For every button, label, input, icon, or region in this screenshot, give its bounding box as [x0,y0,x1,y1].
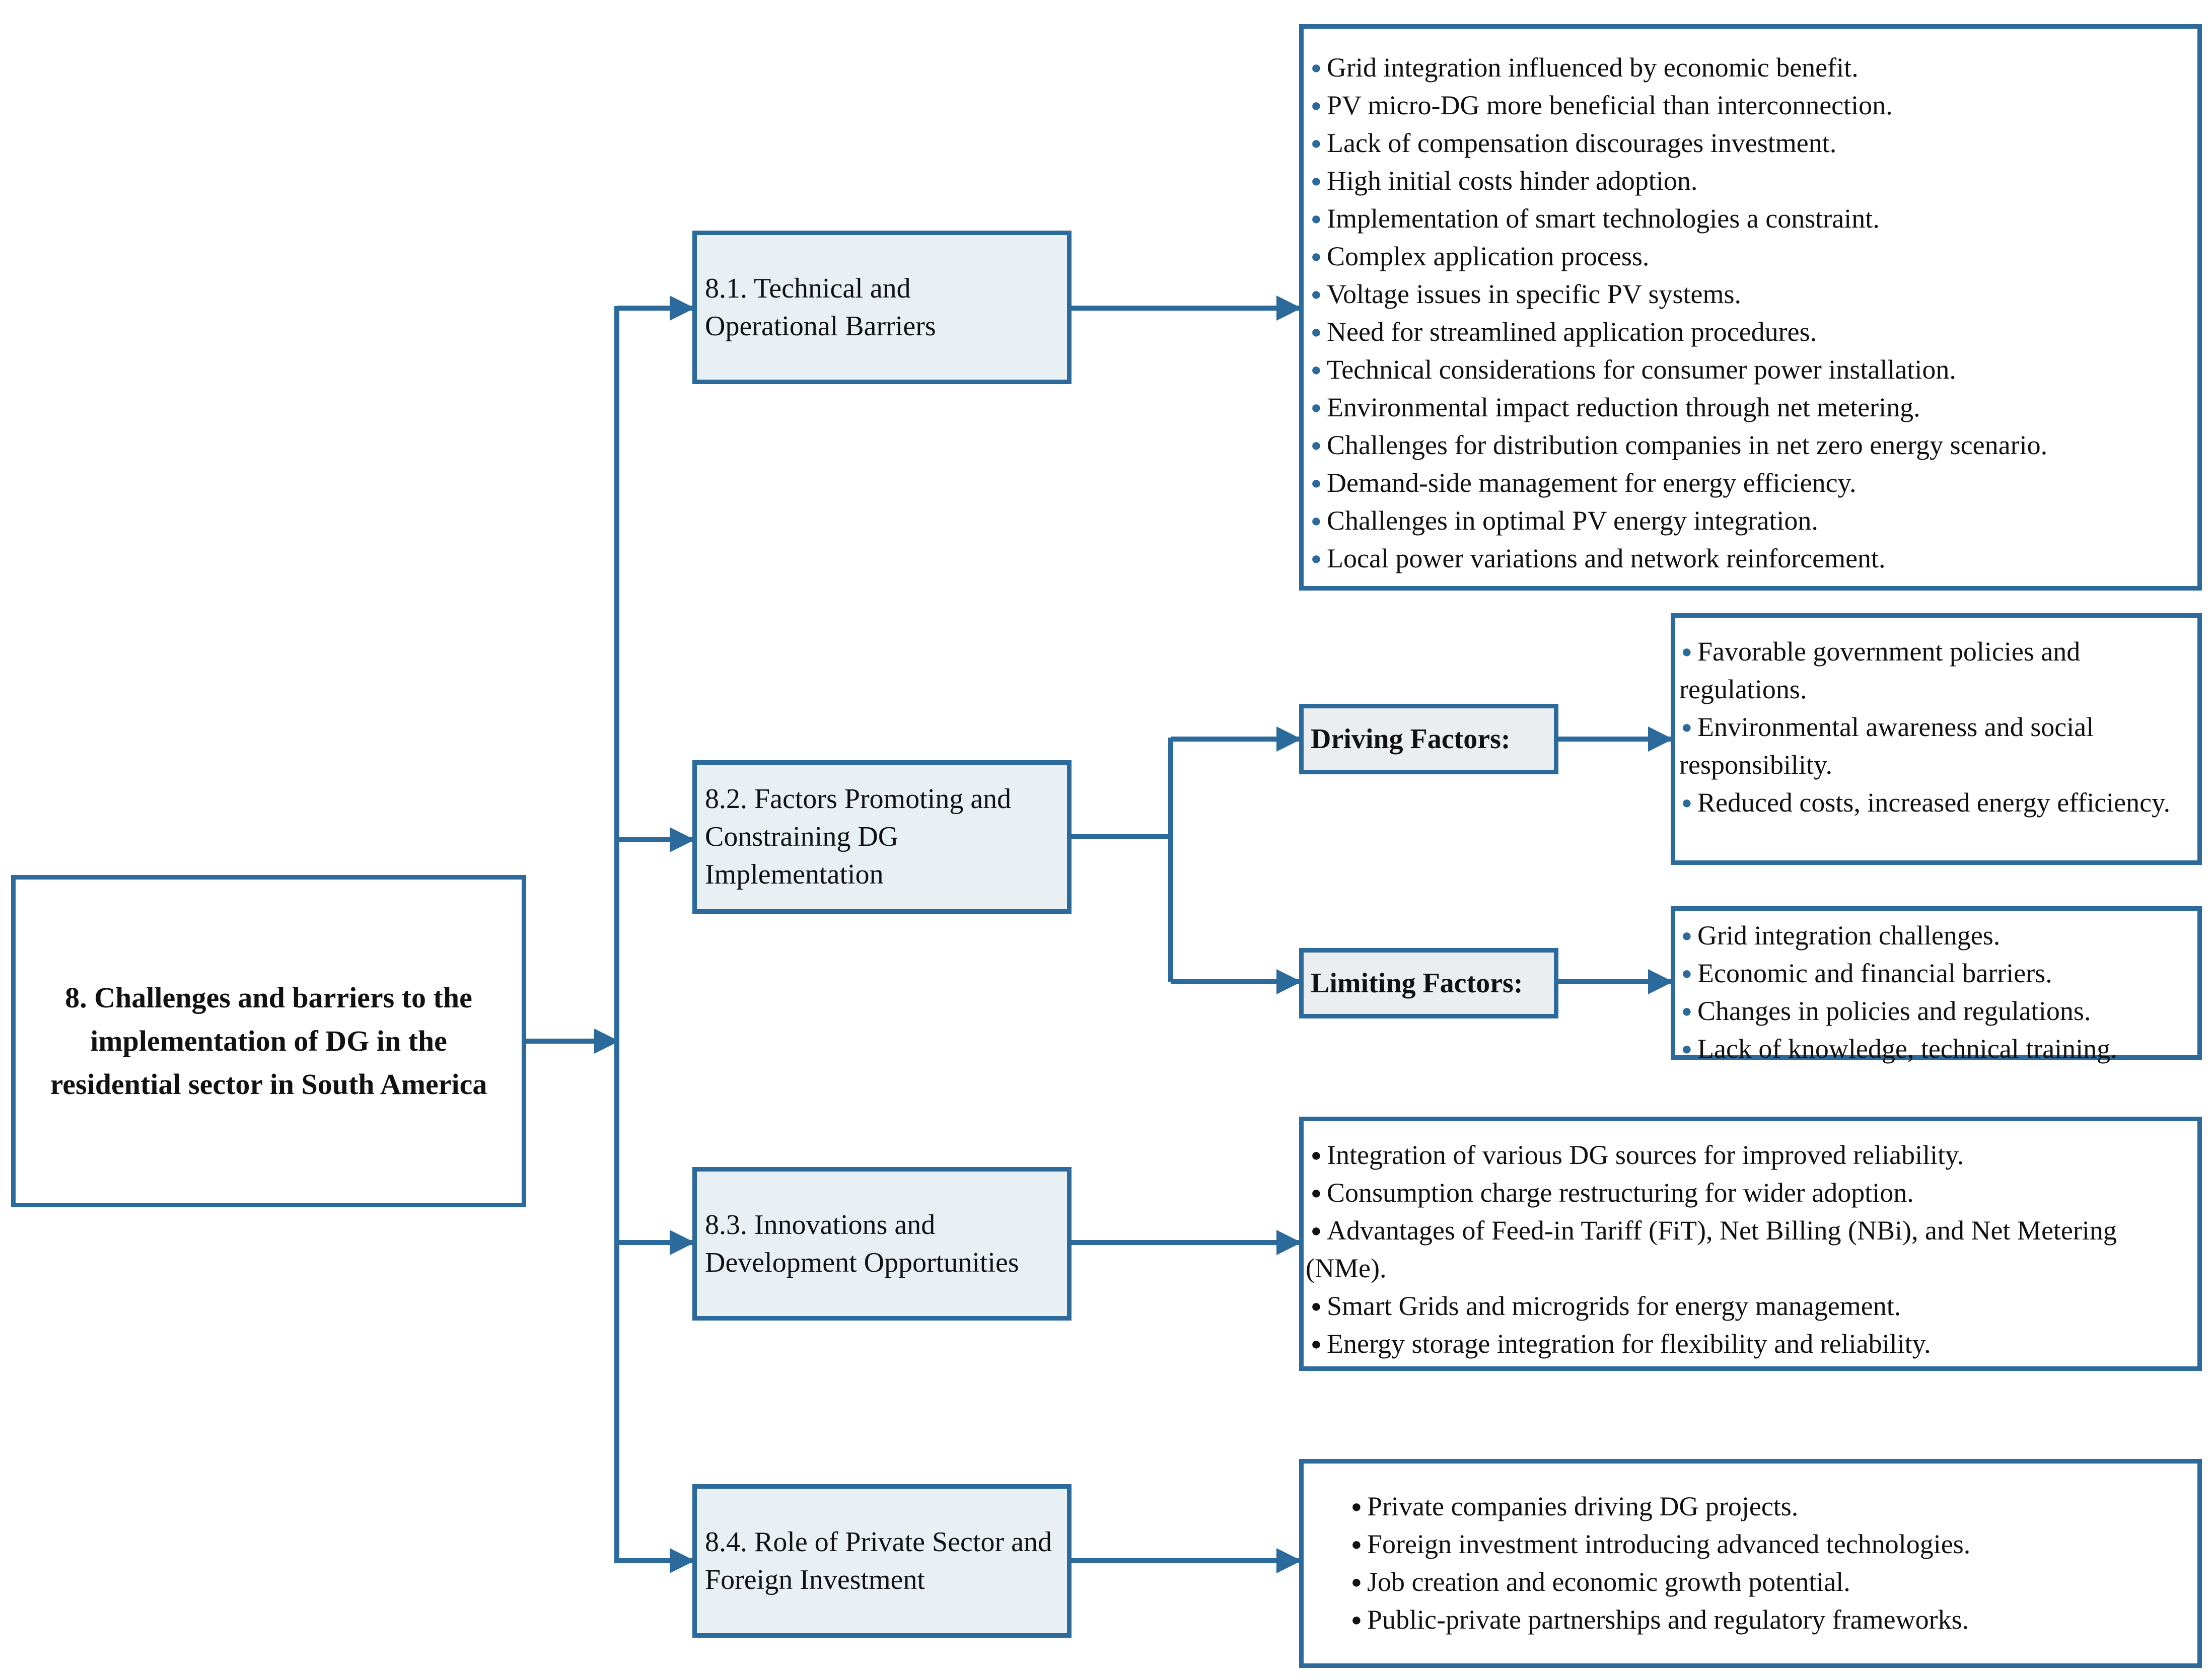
list-item: ●Local power variations and network rein… [1306,540,2197,577]
list-item: ●Consumption charge restructuring for wi… [1306,1174,2182,1212]
bullet-dot-icon: ● [1311,510,1322,531]
limiting-factors-label: Limiting Factors: [1311,968,1523,999]
bullet-dot-icon: ● [1311,133,1322,153]
driving-factors-list-box: ●Favorable government policies and regul… [1671,613,2202,865]
list-item: ●Favorable government policies and regul… [1679,633,2191,708]
root-title: 8. Challenges and barriers to the implem… [50,981,487,1101]
list-item: ●Challenges in optimal PV energy integra… [1306,502,2197,540]
bullet-dot-icon: ● [1681,792,1692,813]
bullet-dot-icon: ● [1681,1039,1692,1059]
list-item: ●Need for streamlined application proced… [1306,313,2197,351]
section-8-3-box: 8.3. Innovations and Development Opportu… [692,1167,1072,1321]
bullet-dot-icon: ● [1351,1610,1362,1630]
bullet-dot-icon: ● [1311,284,1322,304]
section-8-2-label: 8.2. Factors Promoting and Constraining … [705,783,1012,890]
list-item: ●Private companies driving DG projects. [1346,1488,2182,1525]
list-item: ●Foreign investment introducing advanced… [1346,1525,2182,1563]
list-item: ●Demand-side management for energy effic… [1306,464,2197,502]
limiting-factors-list: ●Grid integration challenges. ●Economic … [1679,917,2193,1068]
bullet-dot-icon: ● [1311,548,1322,568]
bullet-dot-icon: ● [1311,473,1322,493]
list-item: ●PV micro-DG more beneficial than interc… [1306,87,2197,124]
bullet-dot-icon: ● [1311,95,1322,115]
list-item: ●Changes in policies and regulations. [1679,992,2193,1030]
list-item: ●Smart Grids and microgrids for energy m… [1306,1287,2182,1325]
list-item: ●Lack of knowledge, technical training. [1679,1030,2193,1068]
bullet-dot-icon: ● [1311,246,1322,266]
bullet-dot-icon: ● [1311,322,1322,342]
driving-factors-list: ●Favorable government policies and regul… [1679,633,2191,822]
section-8-4-label: 8.4. Role of Private Sector and Foreign … [705,1526,1052,1595]
bullet-dot-icon: ● [1311,1183,1322,1203]
bullet-dot-icon: ● [1681,925,1692,945]
bullet-dot-icon: ● [1311,1296,1322,1316]
limiting-factors-box: Limiting Factors: [1299,948,1558,1018]
list-item: ●Integration of various DG sources for i… [1306,1136,2182,1174]
list-item: ●Lack of compensation discourages invest… [1306,124,2197,162]
bullet-dot-icon: ● [1311,435,1322,455]
list-item: ●High initial costs hinder adoption. [1306,162,2197,200]
section-8-1-label: 8.1. Technical and Operational Barriers [705,272,936,342]
bullet-dot-icon: ● [1681,717,1692,737]
list-item: ●Economic and financial barriers. [1679,955,2193,992]
section-8-3-label: 8.3. Innovations and Development Opportu… [705,1209,1019,1278]
bullet-dot-icon: ● [1311,397,1322,417]
bullet-dot-icon: ● [1311,1220,1322,1241]
driving-factors-box: Driving Factors: [1299,704,1558,774]
list-item: ●Energy storage integration for flexibil… [1306,1325,2182,1363]
root-topic-box: 8. Challenges and barriers to the implem… [11,875,526,1207]
bullet-dot-icon: ● [1681,1001,1692,1021]
bullet-dot-icon: ● [1351,1572,1362,1592]
list-item: ●Environmental awareness and social resp… [1679,708,2191,784]
bullet-dot-icon: ● [1311,359,1322,380]
list-item: ●Implementation of smart technologies a … [1306,200,2197,238]
list-item: ●Environmental impact reduction through … [1306,389,2197,426]
section-8-1-box: 8.1. Technical and Operational Barriers [692,231,1072,384]
list-item: ●Grid integration challenges. [1679,917,2193,955]
technical-barriers-list: ●Grid integration influenced by economic… [1306,49,2197,577]
bullet-dot-icon: ● [1311,208,1322,229]
list-item: ●Advantages of Feed-in Tariff (FiT), Net… [1306,1212,2182,1287]
bullet-dot-icon: ● [1681,963,1692,983]
private-sector-list: ●Private companies driving DG projects. … [1346,1488,2182,1639]
section-8-4-box: 8.4. Role of Private Sector and Foreign … [692,1484,1072,1638]
list-item: ●Complex application process. [1306,238,2197,275]
bullet-dot-icon: ● [1311,171,1322,191]
innovations-list-box: ●Integration of various DG sources for i… [1299,1117,2202,1371]
innovations-list: ●Integration of various DG sources for i… [1306,1136,2182,1363]
bullet-dot-icon: ● [1311,1334,1322,1354]
list-item: ●Technical considerations for consumer p… [1306,351,2197,389]
bullet-dot-icon: ● [1311,57,1322,78]
private-sector-list-box: ●Private companies driving DG projects. … [1299,1459,2202,1668]
bullet-dot-icon: ● [1351,1496,1362,1516]
section-8-2-box: 8.2. Factors Promoting and Constraining … [692,760,1072,914]
list-item: ●Job creation and economic growth potent… [1346,1563,2182,1601]
bullet-dot-icon: ● [1351,1534,1362,1554]
bullet-dot-icon: ● [1681,641,1692,662]
driving-factors-label: Driving Factors: [1311,723,1511,755]
bullet-dot-icon: ● [1311,1145,1322,1165]
list-item: ●Voltage issues in specific PV systems. [1306,275,2197,313]
list-item: ●Challenges for distribution companies i… [1306,426,2197,464]
limiting-factors-list-box: ●Grid integration challenges. ●Economic … [1671,906,2202,1064]
list-item: ●Grid integration influenced by economic… [1306,49,2197,87]
list-item: ●Reduced costs, increased energy efficie… [1679,784,2191,822]
technical-barriers-list-box: ●Grid integration influenced by economic… [1299,24,2202,591]
list-item: ●Public-private partnerships and regulat… [1346,1601,2182,1639]
